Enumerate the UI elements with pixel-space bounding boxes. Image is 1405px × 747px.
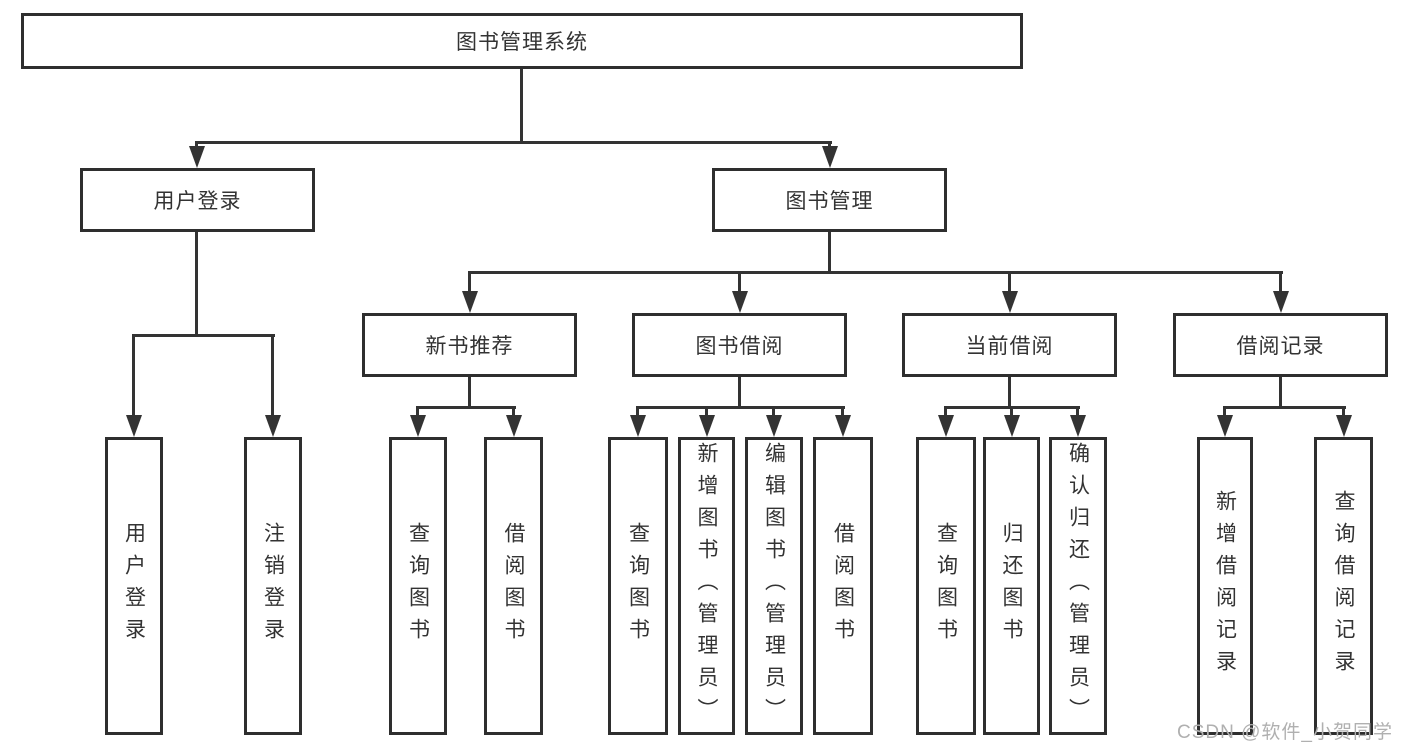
- connector-drop-line: [1076, 406, 1079, 419]
- arrowhead-icon: [938, 415, 954, 437]
- connector-drop-line: [512, 406, 515, 419]
- leaf-nb-borrow-books: 借阅图书: [484, 437, 543, 735]
- connector-drop-line: [828, 141, 831, 150]
- connector-bus-line: [416, 406, 516, 409]
- connector-drop-line: [636, 406, 639, 419]
- connector-drop-line: [841, 406, 844, 419]
- connector-drop-line: [271, 334, 274, 419]
- node-borrow-records: 借阅记录: [1173, 313, 1388, 377]
- node-book-manage: 图书管理: [712, 168, 947, 232]
- connector-trunk-line: [195, 232, 198, 337]
- connector-drop-line: [1008, 271, 1011, 295]
- connector-bus-line: [636, 406, 845, 409]
- connector-drop-line: [132, 334, 135, 419]
- connector-drop-line: [468, 271, 471, 295]
- connector-bus-line: [195, 141, 832, 144]
- arrowhead-icon: [1002, 291, 1018, 313]
- connector-bus-line: [468, 271, 1283, 274]
- leaf-rec-query-record: 查询借阅记录: [1314, 437, 1373, 735]
- arrowhead-icon: [630, 415, 646, 437]
- leaf-rec-add-record: 新增借阅记录: [1197, 437, 1253, 735]
- leaf-cb-confirm-return-admin: 确认归还（管理员）: [1049, 437, 1107, 735]
- connector-trunk-line: [1279, 377, 1282, 409]
- leaf-cb-query-books: 查询图书: [916, 437, 976, 735]
- connector-bus-line: [132, 334, 275, 337]
- connector-drop-line: [705, 406, 708, 419]
- arrowhead-icon: [1217, 415, 1233, 437]
- connector-trunk-line: [520, 69, 523, 144]
- arrowhead-icon: [766, 415, 782, 437]
- arrowhead-icon: [822, 146, 838, 168]
- connector-drop-line: [944, 406, 947, 419]
- arrowhead-icon: [265, 415, 281, 437]
- arrowhead-icon: [462, 291, 478, 313]
- connector-drop-line: [772, 406, 775, 419]
- connector-bus-line: [1223, 406, 1346, 409]
- node-book-borrow: 图书借阅: [632, 313, 847, 377]
- connector-drop-line: [1279, 271, 1282, 295]
- node-root: 图书管理系统: [21, 13, 1023, 69]
- node-new-book-recommend: 新书推荐: [362, 313, 577, 377]
- watermark: CSDN @软件_小贺同学: [1177, 722, 1393, 743]
- connector-drop-line: [1223, 406, 1226, 419]
- connector-trunk-line: [468, 377, 471, 409]
- arrowhead-icon: [699, 415, 715, 437]
- arrowhead-icon: [506, 415, 522, 437]
- connector-trunk-line: [828, 232, 831, 274]
- leaf-bb-borrow-books: 借阅图书: [813, 437, 873, 735]
- connector-drop-line: [1010, 406, 1013, 419]
- connector-drop-line: [195, 141, 198, 150]
- arrowhead-icon: [189, 146, 205, 168]
- leaf-logout: 注销登录: [244, 437, 302, 735]
- arrowhead-icon: [1004, 415, 1020, 437]
- node-user-login: 用户登录: [80, 168, 315, 232]
- leaf-cb-return-books: 归还图书: [983, 437, 1040, 735]
- leaf-nb-query-books: 查询图书: [389, 437, 447, 735]
- connector-drop-line: [738, 271, 741, 295]
- leaf-user-login: 用户登录: [105, 437, 163, 735]
- connector-trunk-line: [738, 377, 741, 409]
- arrowhead-icon: [1336, 415, 1352, 437]
- leaf-bb-add-books-admin: 新增图书（管理员）: [678, 437, 735, 735]
- connector-drop-line: [416, 406, 419, 419]
- node-current-borrow: 当前借阅: [902, 313, 1117, 377]
- leaf-bb-edit-books-admin: 编辑图书（管理员）: [745, 437, 803, 735]
- leaf-bb-query-books: 查询图书: [608, 437, 668, 735]
- arrowhead-icon: [126, 415, 142, 437]
- connector-trunk-line: [1008, 377, 1011, 409]
- arrowhead-icon: [835, 415, 851, 437]
- arrowhead-icon: [1070, 415, 1086, 437]
- arrowhead-icon: [1273, 291, 1289, 313]
- arrowhead-icon: [732, 291, 748, 313]
- arrowhead-icon: [410, 415, 426, 437]
- connector-drop-line: [1342, 406, 1345, 419]
